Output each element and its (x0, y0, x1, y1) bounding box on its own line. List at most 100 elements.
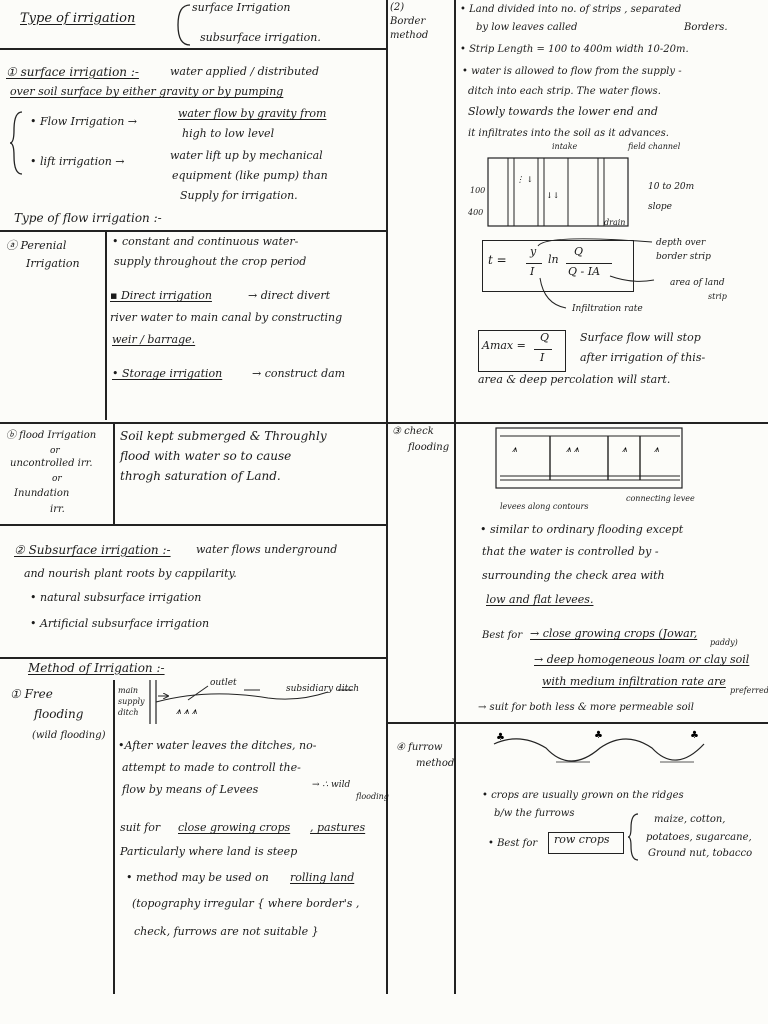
free-para-flooding: flooding (356, 792, 389, 801)
free-para-line3: flow by means of Levees (122, 783, 259, 796)
amax-fraction-bar (534, 349, 552, 350)
amax-note1: Surface flow will stop (580, 331, 701, 344)
svg-text:⩚: ⩚ (654, 445, 659, 455)
free-para-line1: •After water leaves the ditches, no- (118, 739, 317, 752)
formula-denominator: Q - IA (568, 265, 601, 278)
border-label2: Border (390, 16, 426, 27)
subsurface-line1: water flows underground (196, 543, 338, 556)
check-best1: → close growing crops (Jowar, (530, 627, 698, 640)
amax-label: Amax = (482, 339, 526, 352)
svg-text:⩚ ⩚ ⩚: ⩚ ⩚ ⩚ (176, 707, 197, 717)
check-best3-preferred: preferred (730, 686, 768, 695)
formula-Q: Q (574, 245, 584, 258)
depth-label2: border strip (656, 252, 711, 262)
direct-irrigation-heading: ▪ Direct irrigation (110, 289, 212, 302)
svg-text:⩚: ⩚ (512, 445, 517, 455)
line-above-perennial (0, 230, 386, 232)
check-best3: with medium infiltration rate are (542, 675, 726, 688)
border-line2b: Borders. (684, 22, 728, 33)
svg-text:↓↓: ↓↓ (546, 191, 559, 200)
crops-line2: potatoes, sugarcane, (646, 832, 752, 843)
flow-irrigation-desc2: high to low level (182, 127, 275, 140)
check-best2: → deep homogeneous loam or clay soil (534, 653, 750, 666)
svg-text:♣: ♣ (690, 730, 699, 741)
intake-label: intake (552, 142, 578, 151)
left-label-divider-flood (113, 424, 115, 524)
direct-irrigation-arrow: → direct divert (248, 289, 331, 302)
svg-text:⋮ ↓: ⋮ ↓ (516, 175, 533, 184)
methods-heading: Method of Irrigation :- (28, 661, 165, 675)
free-rolling-land: rolling land (290, 871, 355, 884)
amax-note3: area & deep percolation will start. (478, 373, 671, 386)
furrow-line2: b/w the furrows (494, 808, 575, 819)
check-line1: • similar to ordinary flooding except (480, 523, 684, 536)
field-channel-label: field channel (628, 142, 681, 151)
direct-irrigation-line2: river water to main canal by constructin… (110, 311, 343, 324)
subsurface-line2: and nourish plant roots by cappilarity. (24, 567, 237, 580)
perennial-label2: Irrigation (26, 257, 80, 270)
slope-label: slope (648, 202, 673, 212)
free-flooding-label2: flooding (34, 707, 84, 721)
length-100-label: 100 (470, 186, 486, 195)
svg-text:♣: ♣ (496, 732, 505, 743)
furrow-line1: • crops are usually grown on the ridges (482, 790, 684, 801)
free-not-suitable: check, furrows are not suitable } (134, 925, 319, 938)
left-label-divider-perennial (105, 232, 107, 420)
levees-contours-label: levees along contours (500, 502, 589, 511)
perennial-bullet1-line2: supply throughout the crop period (114, 255, 307, 268)
check-line2: that the water is controlled by - (482, 545, 659, 558)
lift-irrigation-desc3: Supply for irrigation. (180, 189, 298, 202)
perennial-label1: ⓐ Perenial (6, 239, 67, 252)
border-line1: • Land divided into no. of strips , sepa… (460, 4, 682, 15)
area-label1: area of land (670, 278, 725, 288)
storage-irrigation-heading: • Storage irrigation (112, 367, 223, 380)
border-label3: method (390, 30, 429, 41)
line-under-header (0, 48, 386, 50)
subsidiary-ditch-label: subsidiary ditch (286, 684, 360, 694)
outlet-label: outlet (210, 678, 237, 688)
subsurface-heading: ② Subsurface irrigation :- (14, 543, 171, 557)
branch-subsurface-irrigation: subsurface irrigation. (200, 31, 321, 44)
line-above-subsurface (0, 524, 386, 526)
flow-irrigation-desc1: water flow by gravity from (178, 107, 327, 120)
brace-curly (177, 4, 191, 46)
amax-i: I (540, 351, 545, 364)
crops-line3: Ground nut, tobacco (648, 848, 753, 859)
free-flooding-diagram: ⩚ ⩚ ⩚ (149, 680, 353, 724)
line-above-methods (0, 657, 386, 659)
free-flooding-label3: (wild flooding) (32, 730, 106, 741)
flood-label4: or (52, 474, 62, 484)
formula-ln: ln (548, 253, 559, 266)
subsurface-bullet2: • Artificial subsurface irrigation (30, 617, 210, 630)
amax-box (478, 330, 566, 372)
flood-label3: uncontrolled irr. (10, 458, 93, 469)
time-formula-box (482, 240, 634, 292)
drain-label: drain (604, 218, 626, 227)
free-para-line2: attempt to made to controll the- (122, 761, 301, 774)
storage-irrigation-rest: → construct dam (252, 367, 346, 380)
border-line2: by low leaves called (476, 22, 578, 33)
svg-text:♣: ♣ (594, 730, 603, 741)
flood-label5: Inundation (14, 488, 70, 499)
subsurface-bullet1: • natural subsurface irrigation (30, 591, 202, 604)
branch-surface-irrigation: surface Irrigation (192, 1, 291, 14)
crops-line1: maize, cotton, (654, 814, 726, 825)
border-strip-diagram: ⋮ ↓ ↓↓ (487, 157, 629, 227)
formula-y: y (530, 245, 537, 258)
border-line3: • Strip Length = 100 to 400m width 10-20… (460, 44, 689, 55)
area-label2: strip (708, 292, 727, 301)
furrow-best-for: • Best for (488, 838, 538, 849)
flow-types-heading: Type of flow irrigation :- (14, 211, 162, 225)
free-close-crops: close growing crops (178, 821, 291, 834)
surface-line2: over soil surface by either gravity or b… (10, 85, 284, 98)
check-best-for: Best for (482, 630, 523, 641)
formula-fraction-bar1 (526, 263, 542, 264)
border-line5: ditch into each strip. The water flows. (468, 86, 661, 97)
right-label-divider (454, 0, 456, 994)
flood-desc1: Soil kept submerged & Throughly (120, 429, 327, 443)
main-ditch-label3: ditch (118, 708, 139, 717)
free-suit-for: suit for (120, 821, 161, 834)
border-line6: Slowly towards the lower end and (468, 105, 658, 118)
check-line3: surrounding the check area with (482, 569, 665, 582)
